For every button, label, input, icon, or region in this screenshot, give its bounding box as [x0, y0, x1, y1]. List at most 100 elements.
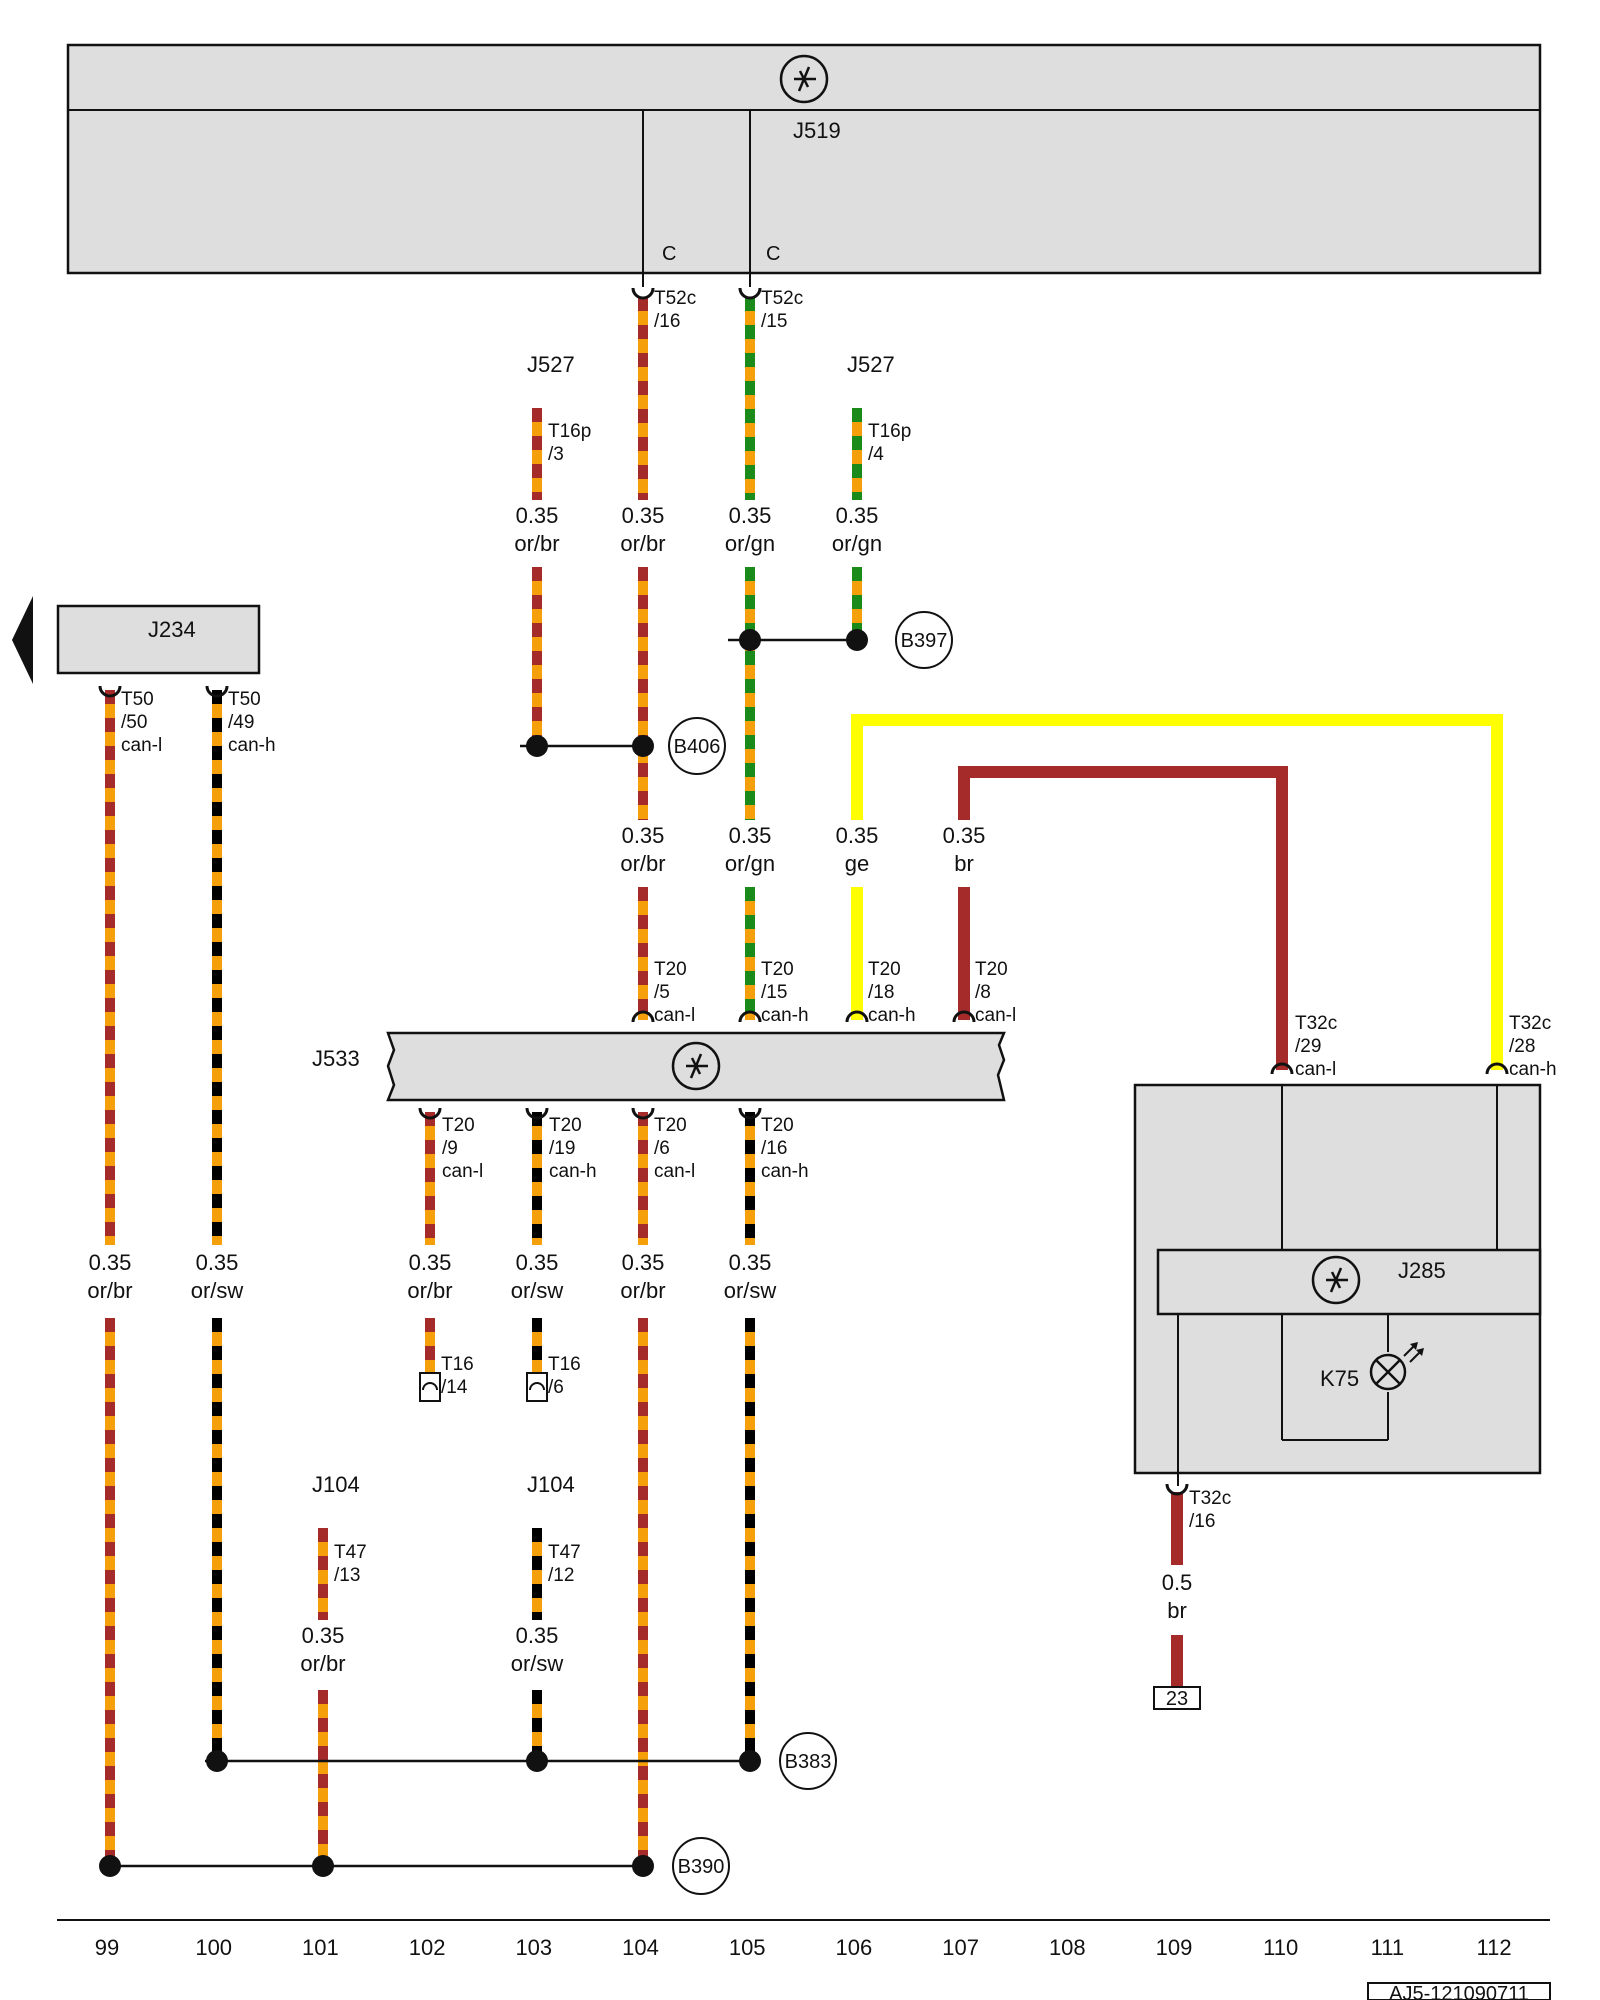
svg-text:or/br: or/br: [407, 1278, 452, 1303]
wire-label: 0.35 or/gn: [725, 823, 775, 876]
terminal-arc: [738, 1107, 762, 1120]
wire-label: 0.35 or/sw: [511, 1250, 564, 1303]
connector-t20-18: T20 /18 can-h: [868, 959, 916, 1026]
svg-text:B383: B383: [785, 1751, 832, 1773]
wire-label: 0.35 or/br: [407, 1250, 452, 1303]
svg-text:T16p: T16p: [548, 421, 591, 442]
connector-t20-19: T20 /19 can-h: [549, 1115, 597, 1182]
svg-text:0.35: 0.35: [622, 503, 665, 528]
axis-number: 104: [622, 1935, 659, 1960]
terminal-arc: [631, 1107, 655, 1120]
open-terminal-t16-14: [419, 1372, 441, 1402]
axis-number: 105: [729, 1935, 766, 1960]
ground-reference: 23: [1153, 1686, 1201, 1710]
j527-label: J527: [847, 352, 895, 377]
connector-t47-13: T47 /13: [334, 1542, 367, 1586]
svg-text:/15: /15: [761, 311, 787, 332]
svg-text:/3: /3: [548, 444, 564, 465]
svg-text:/18: /18: [868, 982, 894, 1003]
svg-text:can-h: can-h: [549, 1161, 597, 1182]
connector-t50-49: T50 /49 can-h: [228, 689, 276, 756]
svg-text:or/br: or/br: [300, 1651, 345, 1676]
svg-text:or/br: or/br: [87, 1278, 132, 1303]
svg-text:0.35: 0.35: [302, 1623, 345, 1648]
svg-text:/6: /6: [548, 1377, 564, 1398]
wire-label: 0.35 ge: [836, 823, 879, 876]
j519-pin-letter: C: [766, 243, 780, 265]
svg-text:/12: /12: [548, 1565, 574, 1586]
splice-b383: B383: [779, 1732, 837, 1790]
connector-t20-5: T20 /5 can-l: [654, 959, 695, 1026]
svg-text:T47: T47: [334, 1542, 367, 1563]
connector-t16-14: T16 /14: [441, 1354, 474, 1398]
wire-layer: [105, 297, 1503, 1866]
svg-text:T20: T20: [868, 959, 901, 980]
j234-control-unit: J234: [12, 596, 261, 684]
svg-text:or/br: or/br: [514, 531, 559, 556]
svg-text:0.35: 0.35: [836, 503, 879, 528]
svg-text:0.35: 0.35: [409, 1250, 452, 1275]
axis-number: 103: [515, 1935, 552, 1960]
axis-number: 100: [195, 1935, 232, 1960]
svg-text:/6: /6: [654, 1138, 670, 1159]
svg-text:or/br: or/br: [620, 851, 665, 876]
svg-text:0.35: 0.35: [516, 503, 559, 528]
connector-t20-6: T20 /6 can-l: [654, 1115, 695, 1182]
connector-t32c-28: T32c /28 can-h: [1509, 1013, 1557, 1080]
j519-label: J519: [793, 118, 841, 143]
svg-text:or/br: or/br: [620, 531, 665, 556]
svg-text:/5: /5: [654, 982, 670, 1003]
instrument-cluster-box: J285 K75: [1133, 1083, 1542, 1486]
svg-text:T20: T20: [975, 959, 1008, 980]
svg-text:br: br: [1167, 1598, 1187, 1623]
wire-label: 0.35 or/gn: [725, 503, 775, 556]
svg-text:or/gn: or/gn: [725, 531, 775, 556]
svg-text:0.35: 0.35: [516, 1250, 559, 1275]
svg-text:can-h: can-h: [868, 1005, 916, 1026]
k75-label: K75: [1320, 1366, 1359, 1391]
wire-label: 0.35 or/sw: [191, 1250, 244, 1303]
connector-t16p-3: T16p /3: [548, 421, 591, 465]
j104-label: J104: [527, 1472, 575, 1497]
svg-text:ge: ge: [845, 851, 869, 876]
svg-text:or/sw: or/sw: [511, 1651, 564, 1676]
svg-text:/29: /29: [1295, 1036, 1321, 1057]
terminal-arc: [1270, 1062, 1294, 1075]
svg-text:T16: T16: [548, 1354, 581, 1375]
terminal-arc: [631, 1010, 655, 1023]
svg-text:/13: /13: [334, 1565, 360, 1586]
svg-text:can-h: can-h: [228, 735, 276, 756]
svg-text:or/sw: or/sw: [511, 1278, 564, 1303]
connector-t32c-16: T32c /16: [1189, 1488, 1231, 1532]
svg-text:0.35: 0.35: [516, 1623, 559, 1648]
svg-text:0.35: 0.35: [622, 1250, 665, 1275]
svg-text:0.35: 0.35: [196, 1250, 239, 1275]
svg-text:/16: /16: [761, 1138, 787, 1159]
svg-text:/16: /16: [1189, 1511, 1215, 1532]
j533-gateway: J533: [312, 1031, 1006, 1102]
svg-text:0.5: 0.5: [1162, 1570, 1193, 1595]
splice-b390: B390: [672, 1837, 730, 1895]
axis-number: 112: [1477, 1935, 1512, 1960]
terminal-arc: [631, 287, 655, 300]
svg-text:or/gn: or/gn: [832, 531, 882, 556]
svg-text:T52c: T52c: [761, 288, 803, 309]
svg-text:23: 23: [1166, 1688, 1188, 1710]
svg-text:can-l: can-l: [442, 1161, 483, 1182]
svg-text:0.35: 0.35: [729, 823, 772, 848]
connector-t20-9: T20 /9 can-l: [442, 1115, 483, 1182]
svg-text:AJ5-121090711: AJ5-121090711: [1389, 1983, 1529, 2000]
wire-label: 0.35 or/br: [620, 503, 665, 556]
terminal-arc: [738, 1010, 762, 1023]
j104-label: J104: [312, 1472, 360, 1497]
axis-number: 102: [409, 1935, 446, 1960]
svg-text:T32c: T32c: [1295, 1013, 1337, 1034]
terminal-arc: [952, 1010, 976, 1023]
axis-number: 109: [1156, 1935, 1193, 1960]
svg-text:/50: /50: [121, 712, 147, 733]
connector-t50-50: T50 /50 can-l: [121, 689, 162, 756]
svg-text:/49: /49: [228, 712, 254, 733]
splice-b406: B406: [668, 717, 726, 775]
svg-text:T32c: T32c: [1189, 1488, 1231, 1509]
